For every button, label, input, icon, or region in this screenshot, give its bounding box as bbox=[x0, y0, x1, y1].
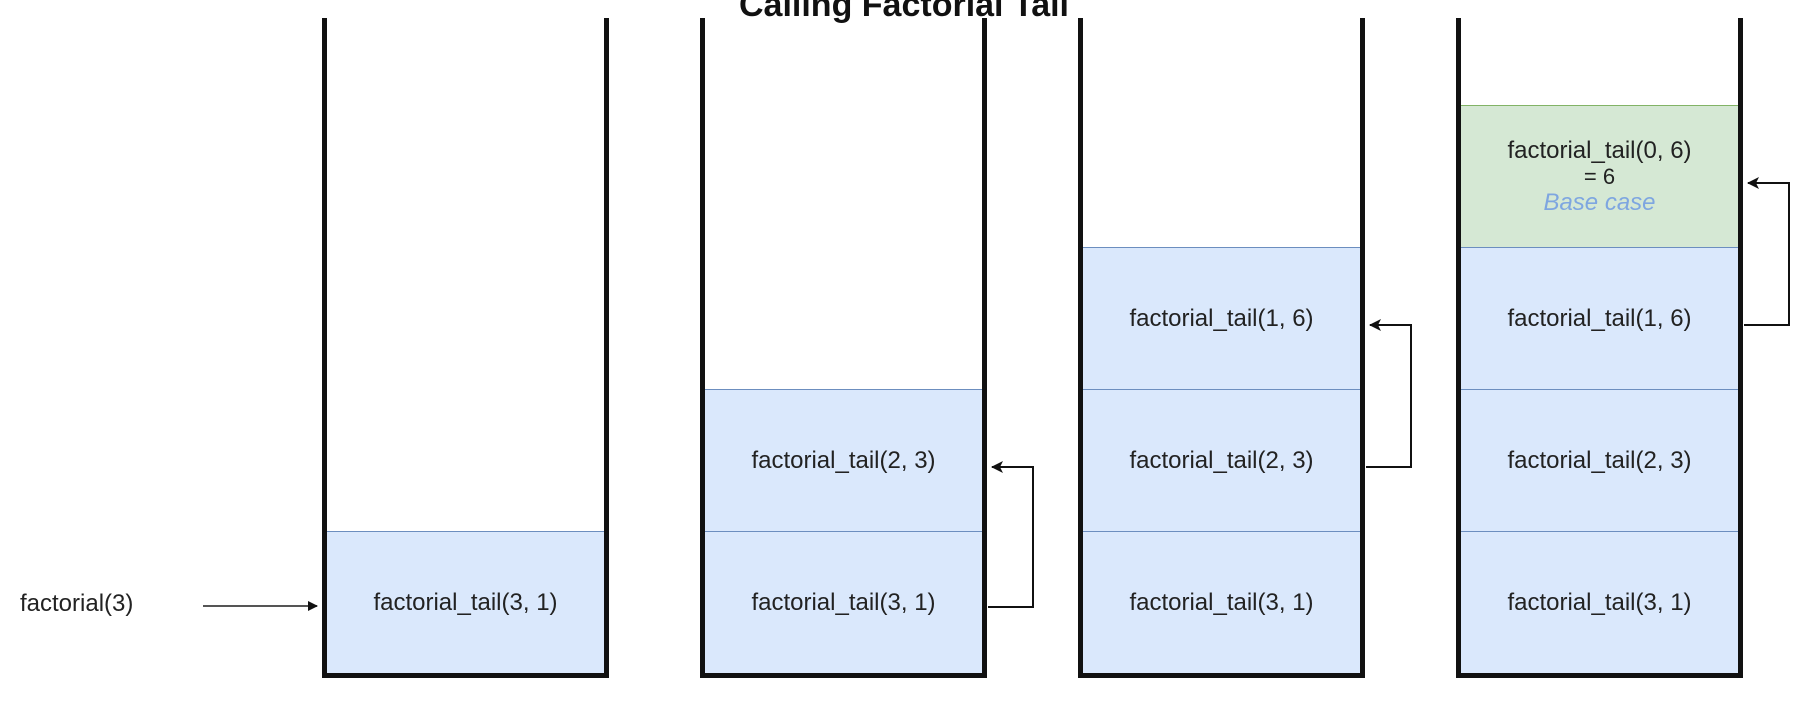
call-stack-3: factorial_tail(3, 1) factorial_tail(2, 3… bbox=[1078, 18, 1365, 678]
frame-label: factorial_tail(2, 3) bbox=[1507, 446, 1692, 474]
base-case-frame: factorial_tail(0, 6) = 6 Base case bbox=[1461, 105, 1738, 247]
frame-label: factorial_tail(1, 6) bbox=[1507, 304, 1692, 332]
call-stack-2: factorial_tail(3, 1) factorial_tail(2, 3… bbox=[700, 18, 987, 678]
stack-frame: factorial_tail(3, 1) bbox=[1461, 531, 1738, 673]
diagram-title: Calling Factorial Tail bbox=[739, 0, 1069, 24]
stack-frame: factorial_tail(2, 3) bbox=[1461, 389, 1738, 531]
recursive-call-arrow-2 bbox=[1366, 319, 1412, 468]
stack-frame: factorial_tail(1, 6) bbox=[1083, 247, 1360, 389]
stack-frame: factorial_tail(1, 6) bbox=[1461, 247, 1738, 389]
frame-label: factorial_tail(3, 1) bbox=[373, 588, 558, 616]
stack-frame: factorial_tail(3, 1) bbox=[327, 531, 604, 673]
recursive-call-arrow-3 bbox=[1744, 177, 1790, 326]
frame-label: factorial_tail(1, 6) bbox=[1129, 304, 1314, 332]
frame-label: factorial_tail(2, 3) bbox=[1129, 446, 1314, 474]
stack-frame: factorial_tail(3, 1) bbox=[705, 531, 982, 673]
base-case-note: Base case bbox=[1543, 188, 1656, 216]
stack-frame: factorial_tail(2, 3) bbox=[705, 389, 982, 531]
call-stack-4: factorial_tail(3, 1) factorial_tail(2, 3… bbox=[1456, 18, 1743, 678]
recursive-call-arrow-1 bbox=[988, 461, 1034, 608]
stack-frame: factorial_tail(3, 1) bbox=[1083, 531, 1360, 673]
frame-label: factorial_tail(3, 1) bbox=[1507, 588, 1692, 616]
frame-label: factorial_tail(3, 1) bbox=[751, 588, 936, 616]
frame-label: factorial_tail(0, 6) bbox=[1507, 136, 1692, 164]
entry-call-label: factorial(3) bbox=[20, 590, 134, 617]
stack-frame: factorial_tail(2, 3) bbox=[1083, 389, 1360, 531]
call-stack-1: factorial_tail(3, 1) bbox=[322, 18, 609, 678]
frame-label: factorial_tail(2, 3) bbox=[751, 446, 936, 474]
frame-label: factorial_tail(3, 1) bbox=[1129, 588, 1314, 616]
frame-result: = 6 bbox=[1583, 163, 1616, 189]
